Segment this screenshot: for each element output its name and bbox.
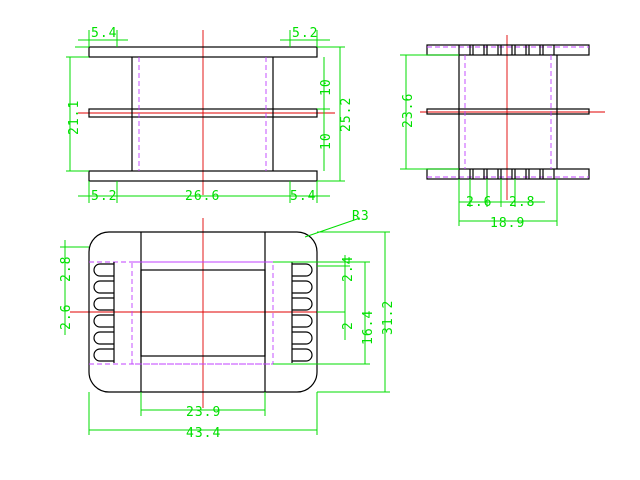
side-top-flange (426, 44, 590, 56)
bottom-inner-height-dim: 16.4 (361, 310, 376, 345)
front-top-right-dim: 5.2 (292, 26, 318, 41)
bottom-view (60, 217, 390, 435)
side-middle-flange (426, 108, 590, 115)
front-top-left-dim: 5.4 (91, 26, 117, 41)
bottom-left-pin-gap-dim: 2.6 (59, 304, 74, 330)
side-view (400, 35, 605, 226)
front-view (66, 30, 345, 203)
top-flange (88, 46, 318, 58)
side-width-dim: 18.9 (490, 216, 525, 231)
bottom-flange (88, 170, 318, 182)
front-right-total-dim: 25.2 (339, 97, 354, 132)
front-right-lower-dim: 10 (319, 132, 334, 150)
front-bottom-left-dim: 5.2 (91, 189, 117, 204)
bottom-right-pin-pitch-dim: 2.4 (341, 256, 356, 282)
front-bottom-right-dim: 5.4 (290, 189, 316, 204)
middle-flange (88, 108, 318, 118)
bottom-outer-height-dim: 31.2 (381, 300, 396, 335)
bottom-outer-width-dim: 43.4 (186, 426, 221, 441)
bottom-right-pin-gap-dim: 2 (341, 321, 356, 330)
bottom-inner-width-dim: 23.9 (186, 405, 221, 420)
side-bottom-flange (426, 168, 590, 180)
bottom-left-pin-pitch-dim: 2.8 (59, 256, 74, 282)
front-right-upper-dim: 10 (319, 78, 334, 96)
front-left-height-dim: 21.1 (67, 100, 82, 135)
bottom-radius-label: R3 (352, 209, 370, 224)
side-pin-gap-dim: 2.6 (466, 195, 492, 210)
side-height-dim: 23.6 (401, 93, 416, 128)
side-pin-pitch-dim: 2.8 (509, 195, 535, 210)
front-bottom-center-dim: 26.6 (185, 189, 220, 204)
